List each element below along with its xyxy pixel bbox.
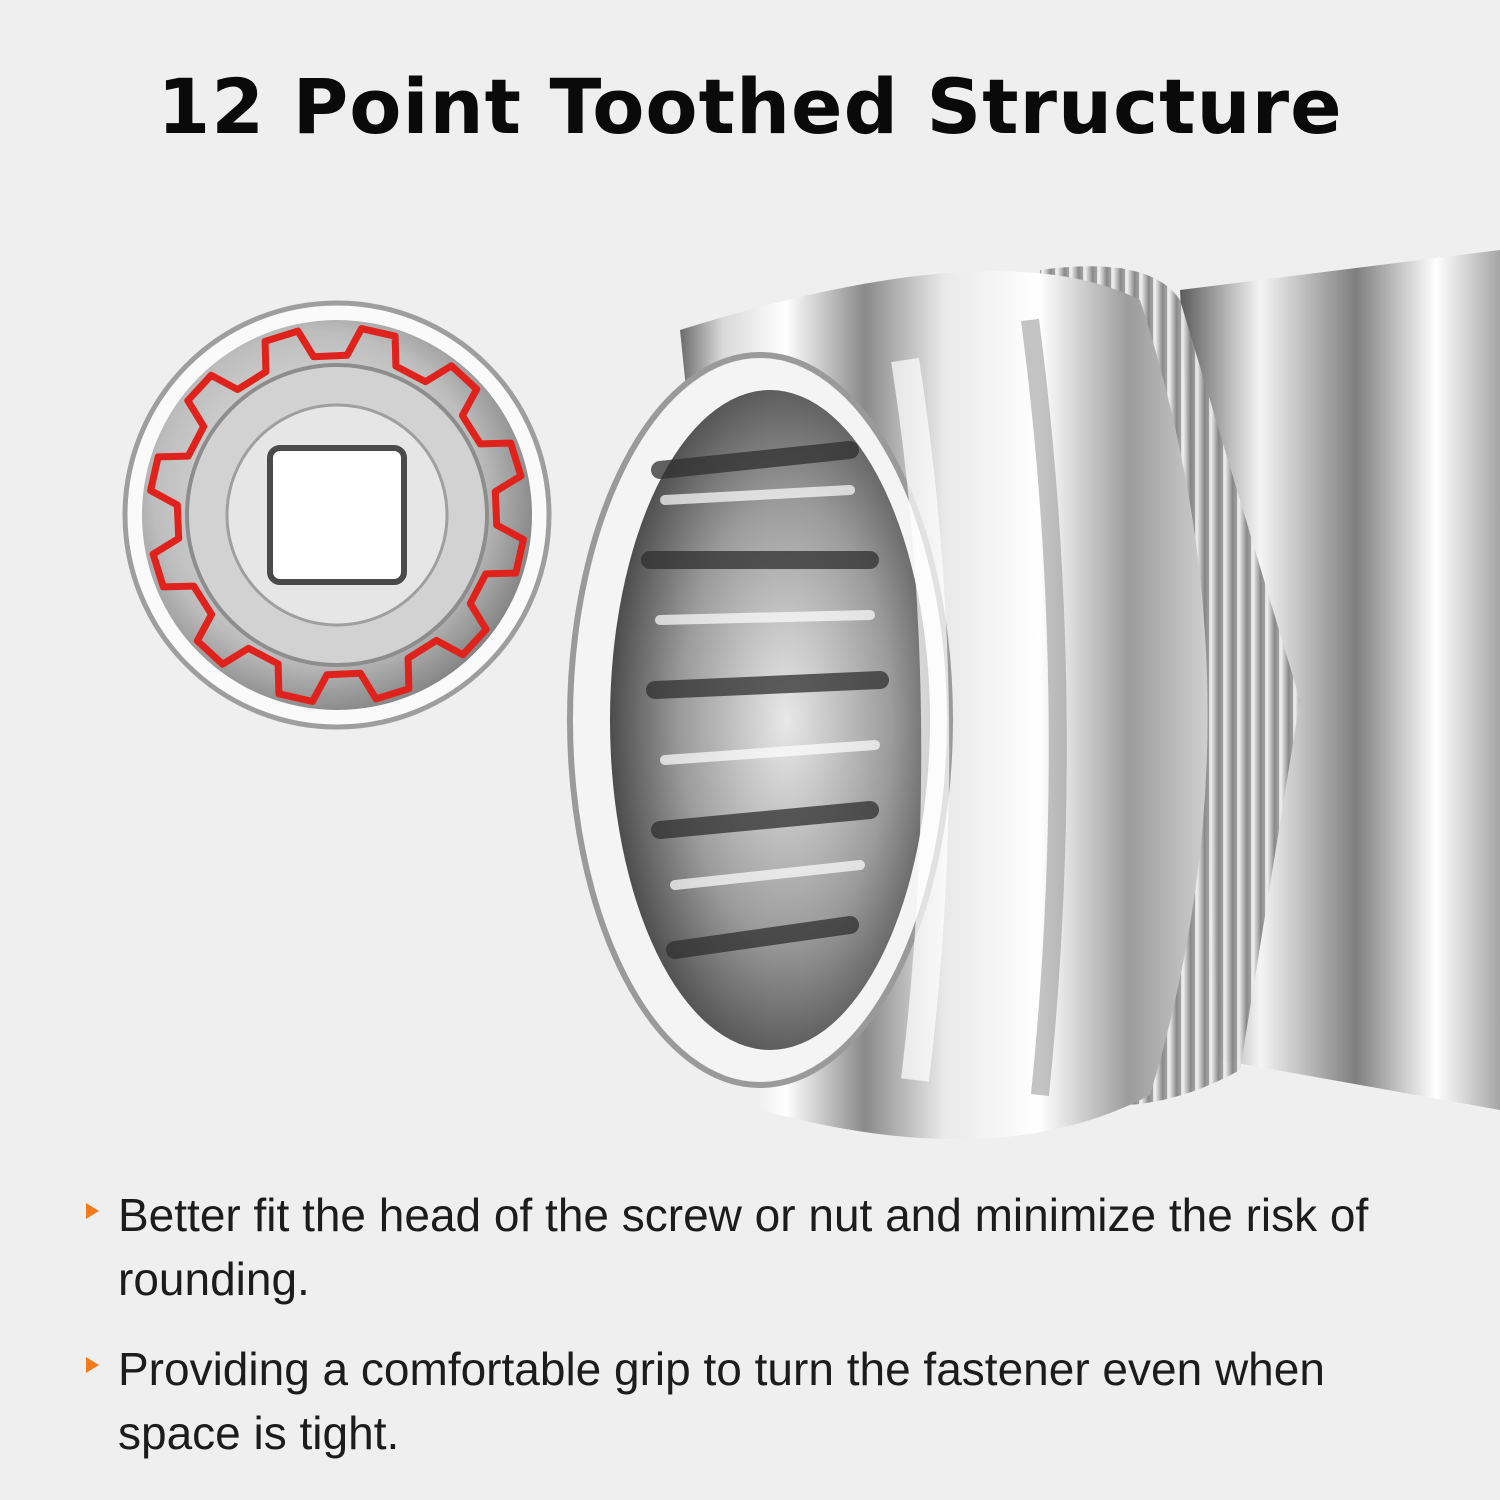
square-drive-hole: [267, 445, 407, 585]
feature-item: Better fit the head of the screw or nut …: [86, 1183, 1456, 1311]
socket-cavity: [610, 390, 930, 1050]
feature-text: Better fit the head of the screw or nut …: [118, 1189, 1369, 1305]
feature-text: Providing a comfortable grip to turn the…: [118, 1343, 1325, 1459]
chrome-socket-icon: [567, 250, 1500, 1140]
orange-triangle-bullet-icon: [86, 1357, 99, 1373]
orange-triangle-bullet-icon: [86, 1203, 99, 1219]
twelve-point-tooth-outline: [147, 325, 527, 705]
socket-internal-grooves: [641, 441, 889, 959]
feature-list: Better fit the head of the screw or nut …: [86, 1183, 1456, 1491]
feature-item: Providing a comfortable grip to turn the…: [86, 1337, 1456, 1465]
page-title: 12 Point Toothed Structure: [157, 62, 1343, 151]
twelve-point-socket-icon: [122, 300, 552, 730]
